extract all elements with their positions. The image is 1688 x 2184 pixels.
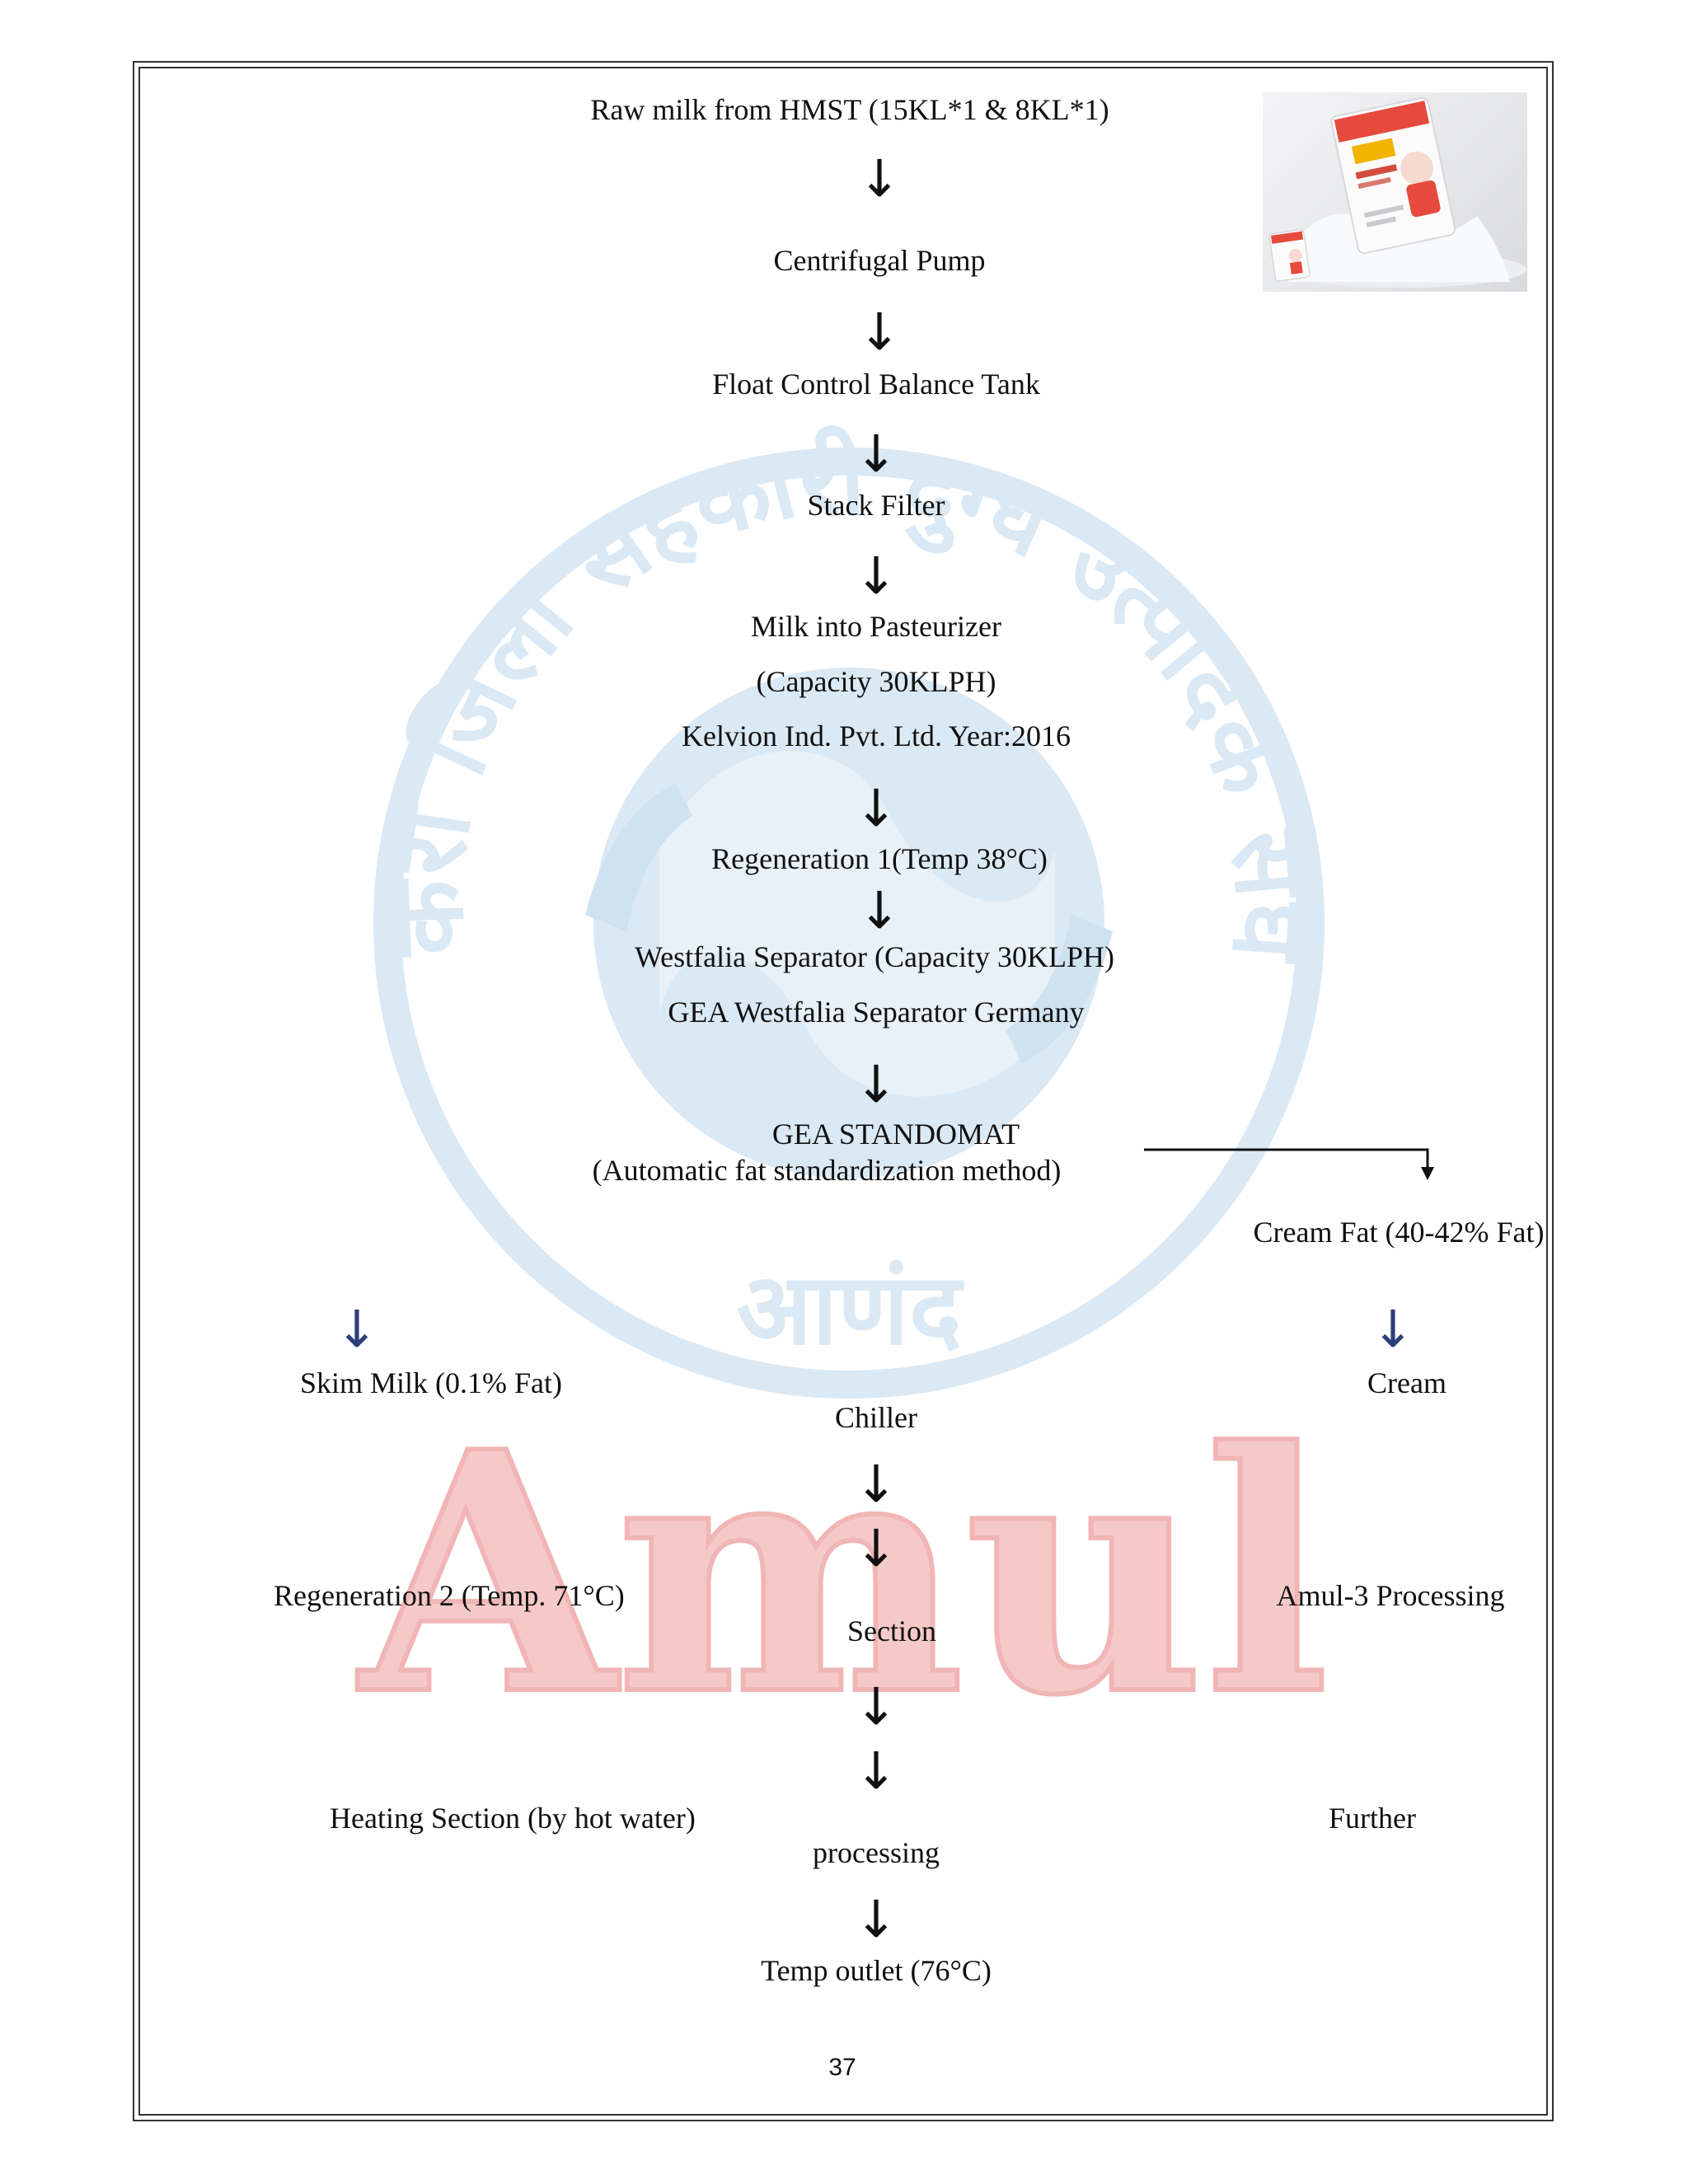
step-section: Section — [847, 1615, 936, 1647]
step-standomat-desc: (Automatic fat standardization method) — [592, 1154, 1062, 1187]
step-chiller: Chiller — [835, 1401, 917, 1434]
step-standomat: GEA STANDOMAT — [771, 1118, 1020, 1151]
step-regeneration-2: Regeneration 2 (Temp. 71°C) — [274, 1579, 625, 1612]
step-pasteurizer-maker: Kelvion Ind. Pvt. Ltd. Year:2016 — [682, 719, 1071, 752]
arrow-down-icon: ↓ — [855, 1741, 898, 1801]
step-cream-fat: Cream Fat (40-42% Fat) — [1253, 1216, 1545, 1249]
step-cream: Cream — [1367, 1366, 1447, 1399]
step-stack-filter: Stack Filter — [807, 489, 945, 522]
arrow-down-icon: ↓ — [858, 148, 901, 209]
arrow-down-icon: ↓ — [855, 1454, 898, 1514]
arrow-down-icon: ↓ — [855, 1054, 898, 1114]
arrow-down-icon: ↓ — [855, 1676, 898, 1736]
step-heating-section: Heating Section (by hot water) — [330, 1802, 696, 1835]
arrow-down-icon: ↓ — [858, 302, 901, 362]
arrow-down-icon: ↓ — [858, 880, 901, 940]
arrow-down-icon: ↓ — [1372, 1299, 1414, 1359]
step-temp-outlet: Temp outlet (76°C) — [761, 1954, 992, 1987]
arrow-down-icon: ↓ — [855, 778, 898, 838]
step-amul3-processing: Amul-3 Processing — [1276, 1579, 1505, 1612]
step-regeneration-1: Regeneration 1(Temp 38°C) — [711, 842, 1048, 875]
arrow-down-icon: ↓ — [855, 546, 898, 606]
step-pasteurizer-capacity: (Capacity 30KLPH) — [756, 665, 996, 698]
arrow-down-icon: ↓ — [335, 1299, 378, 1359]
step-pasteurizer: Milk into Pasteurizer — [751, 610, 1001, 643]
step-centrifugal-pump: Centrifugal Pump — [773, 244, 986, 277]
step-raw-milk: Raw milk from HMST (15KL*1 & 8KL*1) — [590, 93, 1109, 126]
step-further: Further — [1329, 1802, 1416, 1835]
arrow-down-icon: ↓ — [855, 1889, 898, 1949]
arrow-down-icon: ↓ — [855, 424, 898, 484]
step-balance-tank: Float Control Balance Tank — [712, 368, 1040, 401]
page-border-inner — [138, 67, 1548, 2116]
step-skim-milk: Skim Milk (0.1% Fat) — [300, 1366, 563, 1399]
milk-pouch-photo — [1263, 92, 1527, 292]
branch-connector — [1144, 1148, 1434, 1180]
page-number: 37 — [828, 2054, 856, 2081]
page-border-outer — [133, 61, 1554, 2121]
milk-pouch-illustration — [1268, 96, 1526, 288]
arrow-down-icon: ↓ — [855, 1518, 898, 1578]
step-separator-maker: GEA Westfalia Separator Germany — [668, 996, 1085, 1029]
step-separator: Westfalia Separator (Capacity 30KLPH) — [635, 940, 1114, 973]
step-processing: processing — [813, 1836, 940, 1869]
